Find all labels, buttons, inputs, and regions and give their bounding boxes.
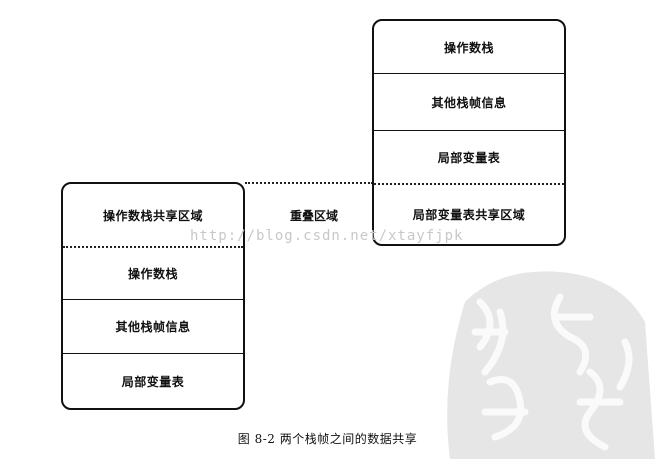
right-stack-frame: 操作数栈 其他栈帧信息 局部变量表 局部变量表共享区域: [372, 19, 566, 246]
right-local-var-table: 局部变量表: [437, 150, 501, 165]
left-operand-shared-region: 操作数栈共享区域: [102, 208, 203, 223]
left-divider-1: [63, 299, 243, 300]
left-divider-2: [63, 353, 243, 354]
right-other-frame-info: 其他栈帧信息: [431, 95, 507, 110]
figure-caption: 图 8-2 两个栈帧之间的数据共享: [237, 432, 418, 446]
url-watermark: http://blog.csdn.net/xtayfjpk: [190, 228, 464, 244]
right-shared-divider: [374, 183, 564, 185]
left-operand-stack: 操作数栈: [127, 267, 178, 281]
seal-watermark: [447, 271, 655, 459]
left-other-frame-info: 其他栈帧信息: [115, 320, 191, 334]
right-local-var-shared-region: 局部变量表共享区域: [412, 207, 526, 222]
overlap-connector: [245, 182, 373, 184]
left-stack-frame: 操作数栈共享区域 操作数栈 其他栈帧信息 局部变量表: [61, 182, 245, 410]
right-operand-stack: 操作数栈: [443, 40, 494, 55]
right-divider-2: [374, 130, 564, 131]
right-divider-1: [374, 73, 564, 74]
left-shared-divider: [63, 246, 243, 248]
overlap-label: 重叠区域: [290, 209, 339, 223]
left-local-var-table: 局部变量表: [121, 374, 185, 389]
